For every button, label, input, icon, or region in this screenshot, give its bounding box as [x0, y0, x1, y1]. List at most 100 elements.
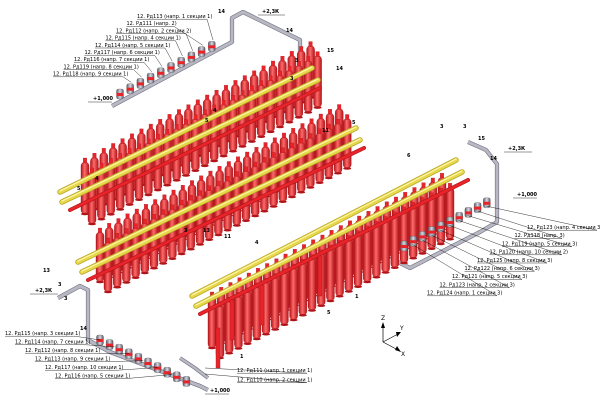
cylinder-base [269, 205, 278, 208]
elevation-top-low: +1,000 [88, 96, 114, 103]
cylinder-base [252, 337, 261, 341]
cylinder-valve-head [290, 142, 294, 149]
manifold-front-lower [194, 170, 464, 308]
cylinder-valve-head [336, 119, 340, 125]
cylinder-valve-head [152, 214, 156, 220]
gas-cylinder [298, 263, 307, 316]
position-number: 1 [355, 294, 359, 300]
vertical-riser [317, 255, 323, 297]
position-number: 3 [64, 296, 68, 302]
cylinder-base [125, 203, 134, 206]
callout: 12. Рд112 (напр. 8 секции 1) [25, 348, 129, 354]
valve-red-band [446, 221, 454, 224]
vertical-riser [229, 299, 235, 341]
cylinder-valve-head [315, 51, 320, 57]
callout: 12. Рд115 (напр. 3 секции 1) [5, 331, 101, 341]
callout-leader [94, 353, 129, 354]
gas-cylinder [381, 220, 390, 273]
callout-leader [164, 47, 173, 62]
cylinder-valve-head [133, 223, 138, 229]
position-number: 14 [490, 156, 497, 162]
cylinder-valve-head [125, 213, 130, 219]
callout: 12. Рд116 (напр. 7 секции 1) [74, 57, 152, 72]
cylinder-valve-head [326, 123, 331, 130]
cylinder-base [196, 243, 204, 246]
elevation-bottom-low: +1,000 [205, 388, 231, 395]
valve-red-band [208, 45, 216, 49]
valve-red-band [173, 375, 181, 379]
cylinder-base [266, 130, 275, 134]
callout: 12. Рд113 (напр. 9 секции 1) [35, 357, 144, 363]
cylinder-valve-head [155, 133, 160, 140]
cylinder-valve-head [375, 206, 380, 212]
position-number: 3 [184, 228, 188, 234]
cylinder-valve-head [167, 114, 172, 120]
gas-cylinder [207, 295, 217, 349]
cylinder-valve-head [231, 95, 235, 101]
cylinder-valve-head [115, 233, 120, 239]
callout: 12. Рд112 (напр. 2 секции 2) [116, 28, 193, 51]
cylinder-base [262, 332, 270, 336]
callout: 12. Рд115 (напр. 4 секции 1) [105, 36, 183, 56]
cylinder-base [232, 224, 241, 227]
position-number: 11 [224, 234, 231, 240]
callout-text: 12. Рд118 (напр. 9 секции 1) [53, 72, 128, 78]
manifold-front-upper [190, 158, 458, 298]
cylinder-base [276, 125, 284, 129]
cylinder-valve-head [127, 148, 132, 154]
position-number: 4 [95, 176, 99, 182]
callout-leader [117, 367, 158, 371]
cylinder-valve-head [184, 119, 188, 125]
cylinder-valve-head [92, 152, 97, 159]
valve-red-band [483, 201, 491, 205]
cylinder-base [116, 208, 125, 211]
cylinder-base [168, 257, 177, 261]
cylinder-valve-head [244, 166, 248, 172]
valve-red-band [182, 380, 190, 384]
cylinder-valve-head [261, 65, 266, 71]
cylinder-base [135, 198, 143, 202]
callout-leader [421, 239, 510, 288]
valve-red-band [455, 216, 463, 220]
elevation-label: +1,000 [210, 388, 231, 394]
callout-text: 12. Рд124 (напр. 1 секции 3) [427, 291, 502, 297]
callout: 12. Рд111 (напр. 2) [126, 21, 203, 46]
elevation-label: +2,3К [508, 146, 526, 152]
cylinder-base [400, 261, 408, 265]
cylinder-valve-head [146, 138, 151, 145]
cylinder-valve-head [345, 114, 350, 120]
cylinder-base [191, 169, 200, 172]
cylinder-valve-head [188, 195, 193, 201]
callout-text: 12. Рд115 (напр. 4 секции 1) [106, 36, 181, 42]
cylinder-valve-head [212, 104, 217, 111]
pipe-segment [179, 356, 209, 379]
cylinder-base [285, 120, 294, 124]
cylinder-base [278, 200, 287, 204]
cylinder-valve-head [107, 223, 112, 229]
valve-red-band [163, 371, 171, 375]
position-number: 14 [80, 326, 87, 332]
cylinder-base [243, 342, 252, 346]
red-collector [198, 178, 470, 316]
gas-cylinder [353, 234, 363, 287]
cylinder-base [122, 281, 131, 284]
callout-text: 12. Рд121 (напр. 5 секции 3) [452, 274, 527, 280]
callout-leader [133, 69, 142, 78]
elevation-label: +1,000 [517, 192, 538, 198]
position-number: 1 [240, 354, 244, 360]
vertical-riser [259, 284, 265, 326]
cylinder-base [177, 252, 186, 256]
cylinder-valve-head [207, 185, 212, 191]
cylinder-valve-head [318, 113, 323, 120]
pipe-segment [57, 284, 209, 392]
cylinder-valve-head [403, 192, 408, 198]
cylinder-base [334, 171, 342, 175]
cylinder-base [200, 164, 209, 168]
position-number: 5 [352, 120, 356, 126]
valve-red-band [115, 348, 123, 352]
callout: 12. Рд119 (напр. 8 секции 1) [63, 64, 142, 78]
gas-cylinder [445, 187, 455, 240]
cylinder-valve-head [180, 185, 185, 191]
callout-text: 12. Рд119 (напр. 5 секции 3) [502, 241, 577, 247]
